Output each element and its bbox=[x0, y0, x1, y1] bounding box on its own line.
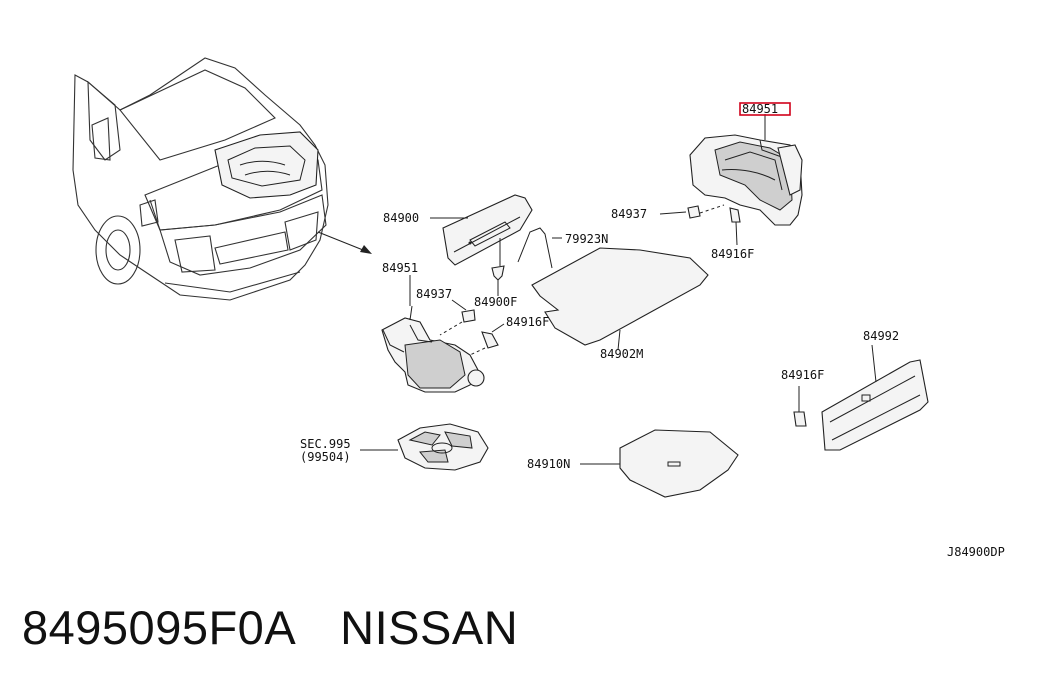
label-84910n: 84910N bbox=[527, 457, 570, 471]
part-84951-right-finisher bbox=[689, 134, 803, 226]
label-84951-highlight: 84951 bbox=[742, 102, 778, 116]
label-84902m: 84902M bbox=[600, 347, 643, 361]
highlight-box bbox=[739, 102, 791, 116]
part-84992-rear-finisher bbox=[821, 344, 929, 451]
screw-84916f-lower bbox=[793, 386, 807, 427]
label-sec995-sub: (99504) bbox=[300, 450, 351, 464]
part-84900-board bbox=[430, 194, 533, 266]
clip-84937-right bbox=[659, 204, 725, 219]
screw-84916f-left bbox=[469, 323, 505, 356]
brand-name: NISSAN bbox=[340, 601, 519, 654]
label-84900f: 84900F bbox=[474, 295, 517, 309]
label-84916f-left: 84916F bbox=[506, 315, 549, 329]
car-rear-illustration bbox=[72, 57, 329, 301]
part-84951-left-finisher bbox=[381, 275, 485, 393]
label-84916f-right: 84916F bbox=[711, 247, 754, 261]
part-sec995-tool-tray bbox=[360, 423, 489, 471]
label-84937-left: 84937 bbox=[416, 287, 452, 301]
leader-lines bbox=[409, 114, 766, 320]
screw-84916f-right bbox=[729, 207, 741, 246]
clip-84937-left bbox=[439, 299, 476, 336]
footer: 8495095F0A NISSAN bbox=[22, 600, 518, 655]
diagram-code: J84900DP bbox=[947, 545, 1005, 559]
pointer-arrow bbox=[317, 231, 372, 254]
clip-84900f bbox=[491, 265, 505, 296]
label-84916f-lower: 84916F bbox=[781, 368, 824, 382]
label-84992: 84992 bbox=[863, 329, 899, 343]
label-79923n: 79923N bbox=[565, 232, 608, 246]
label-84951: 84951 bbox=[382, 261, 418, 275]
part-79923n-rod bbox=[517, 227, 562, 269]
label-84900: 84900 bbox=[383, 211, 419, 225]
part-number: 8495095F0A bbox=[22, 601, 297, 654]
label-sec995: SEC.995 bbox=[300, 437, 351, 451]
part-84902m-mat bbox=[531, 247, 709, 351]
part-84910n-mat bbox=[580, 429, 739, 498]
label-84937-right: 84937 bbox=[611, 207, 647, 221]
